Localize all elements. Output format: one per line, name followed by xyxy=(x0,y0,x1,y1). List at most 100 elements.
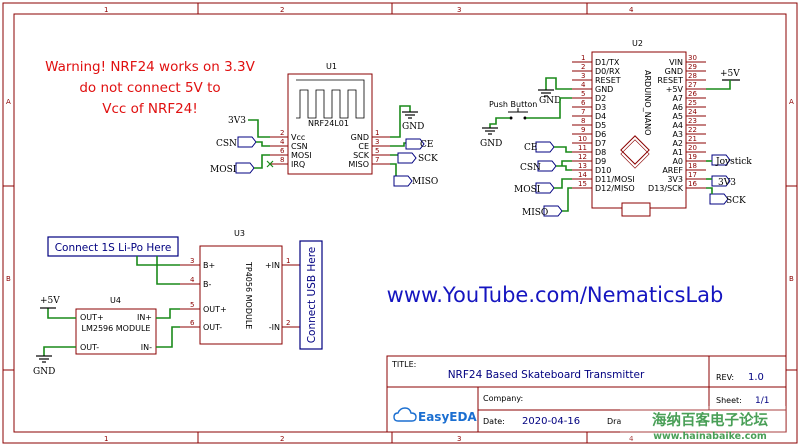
warning-line-2: do not connect 5V to xyxy=(79,80,220,96)
u2-pin-num: 28 xyxy=(688,72,697,80)
net-5v-u2: +5V xyxy=(720,69,740,79)
col-label-2-bottom: 2 xyxy=(280,435,284,443)
u1-pin-num: 1 xyxy=(375,129,379,137)
antenna-trace-icon xyxy=(296,79,365,119)
u2-pin-name: 3V3 xyxy=(667,175,683,184)
u3-pin-name: B- xyxy=(203,280,211,289)
u1-pin-num: 3 xyxy=(375,138,379,146)
col-label-4: 4 xyxy=(629,6,634,14)
u2-pin-num: 11 xyxy=(578,144,587,152)
rev-label: REV: xyxy=(716,373,734,382)
u2-pin-num: 29 xyxy=(688,63,697,71)
push-button[interactable] xyxy=(508,108,528,120)
u2-pin-num: 27 xyxy=(688,81,697,89)
u2-pin-num: 6 xyxy=(581,99,586,107)
u2-pin-name: A5 xyxy=(672,112,683,121)
u2-pin-name: D0/RX xyxy=(595,67,621,76)
title-label: TITLE: xyxy=(391,360,416,369)
u2-pin-name: D7 xyxy=(595,139,606,148)
chip-icon xyxy=(620,135,650,165)
u2-pin-name: D13/SCK xyxy=(648,184,684,193)
drawn-label: Dra xyxy=(607,417,621,426)
u1-pin-name: MOSI xyxy=(291,151,312,160)
cloud-icon xyxy=(393,407,417,422)
u2-pin-num: 1 xyxy=(581,54,585,62)
u2-pin-name: D12/MISO xyxy=(595,184,635,193)
u2-pin-name: RESET xyxy=(657,76,683,85)
date-value: 2020-04-16 xyxy=(522,416,580,427)
u2-pin-name: GND xyxy=(665,67,683,76)
net-gnd-button: GND xyxy=(480,139,502,149)
title-value: NRF24 Based Skateboard Transmitter xyxy=(448,369,645,381)
lipo-connector-note: Connect 1S Li-Po Here xyxy=(47,236,179,257)
u2-pin-num: 14 xyxy=(578,171,587,179)
watermark: 海纳百客电子论坛 www.hainabaike.com xyxy=(620,406,786,442)
u3-pin-num: 5 xyxy=(190,301,194,309)
u2-arduino-nano[interactable]: U2 ARDUINO_NANO 1 2 3 4 5 6 7 8 9 10 xyxy=(572,39,706,217)
net-joystick: Joystick xyxy=(715,157,752,167)
u2-pin-name: D10 xyxy=(595,166,611,175)
u2-pin-num: 10 xyxy=(578,135,587,143)
net-mosi-u2: MOSI xyxy=(514,185,541,195)
net-gnd: GND xyxy=(402,122,424,132)
joystick-flag-icon xyxy=(711,154,731,166)
u2-pin-num: 5 xyxy=(581,90,585,98)
u1-left-nets: 3V3 CSN MOSI xyxy=(210,116,270,175)
u3-pin-name: -IN xyxy=(269,323,280,332)
u3-pin-num: 4 xyxy=(190,276,195,284)
u2-pin-name: D9 xyxy=(595,157,606,166)
u1-pin-num: 8 xyxy=(280,156,284,164)
warning-note: Warning! NRF24 works on 3.3V do not conn… xyxy=(45,59,255,117)
u2-ref: U2 xyxy=(632,39,643,48)
u2-pin-num: 17 xyxy=(688,171,697,179)
u2-pin-num: 4 xyxy=(581,81,586,89)
warning-line-1: Warning! NRF24 works on 3.3V xyxy=(45,59,255,75)
youtube-link[interactable]: www.YouTube.com/NematicsLab xyxy=(387,283,724,307)
u1-pin-name: Vcc xyxy=(291,133,305,142)
net-sck-u2: SCK xyxy=(726,196,746,206)
u3-ref: U3 xyxy=(234,229,245,238)
net-gnd-u2: GND xyxy=(539,96,561,106)
net-sck: SCK xyxy=(418,154,438,164)
u1-ref: U1 xyxy=(326,62,337,71)
u1-pin-num: 4 xyxy=(280,138,285,146)
easyeda-logo: EasyEDA xyxy=(393,407,477,424)
u1-nrf24-module[interactable]: U1 NRF24L01 2 4 6 8 Vcc CSN MOSI IRQ 1 3… xyxy=(266,62,390,175)
title-block: TITLE: NRF24 Based Skateboard Transmitte… xyxy=(386,355,787,433)
u3-pin-name: OUT+ xyxy=(203,305,227,314)
sheet-label: Sheet: xyxy=(716,396,742,405)
u2-pin-name: +5V xyxy=(666,85,684,94)
mosi-flag-icon xyxy=(235,162,255,174)
u2-pin-name: A6 xyxy=(672,103,683,112)
u4-lm2596-module[interactable]: U4 OUT+ OUT- IN+ IN- LM2596 MODULE xyxy=(75,296,157,355)
u3-tp4056-module[interactable]: U3 TP4056 MODULE 3 4 5 6 B+ B- OUT+ OUT-… xyxy=(180,229,300,345)
u2-pin-name: D11/MOSI xyxy=(595,175,635,184)
net-ce-u2: CE xyxy=(524,143,537,153)
push-button-label: Push Button xyxy=(489,100,537,109)
u3-part: TP4056 MODULE xyxy=(244,261,253,329)
u1-pin-name: IRQ xyxy=(291,160,305,169)
row-label-a-right: A xyxy=(789,98,794,106)
u2-pin-num: 12 xyxy=(578,153,587,161)
u2-right-nets: +5V Joystick 3V3 SCK xyxy=(706,69,752,206)
net-ce: CE xyxy=(420,140,433,150)
usb-connector-note: Connect USB Here xyxy=(299,240,323,350)
u2-pin-name: D8 xyxy=(595,148,606,157)
usb-connector-icon xyxy=(621,202,651,217)
watermark-line-2: www.hainabaike.com xyxy=(653,431,767,442)
ground-icon xyxy=(482,127,498,135)
row-label-b-right: B xyxy=(789,275,794,283)
u2-pin-name: AREF xyxy=(662,166,683,175)
no-connect-icon xyxy=(266,160,274,168)
u1-pin-num: 6 xyxy=(280,147,285,155)
sck-flag-icon xyxy=(709,193,729,205)
u2-pin-name: A4 xyxy=(672,121,683,130)
u3-body xyxy=(199,245,283,345)
u4-pin-name: IN- xyxy=(141,343,152,352)
col-label-3-bottom: 3 xyxy=(457,435,461,443)
u2-pin-name: D5 xyxy=(595,121,606,130)
u1-part: NRF24L01 xyxy=(308,119,349,128)
u2-pin-name: GND xyxy=(595,85,613,94)
u2-pin-num: 16 xyxy=(688,180,697,188)
